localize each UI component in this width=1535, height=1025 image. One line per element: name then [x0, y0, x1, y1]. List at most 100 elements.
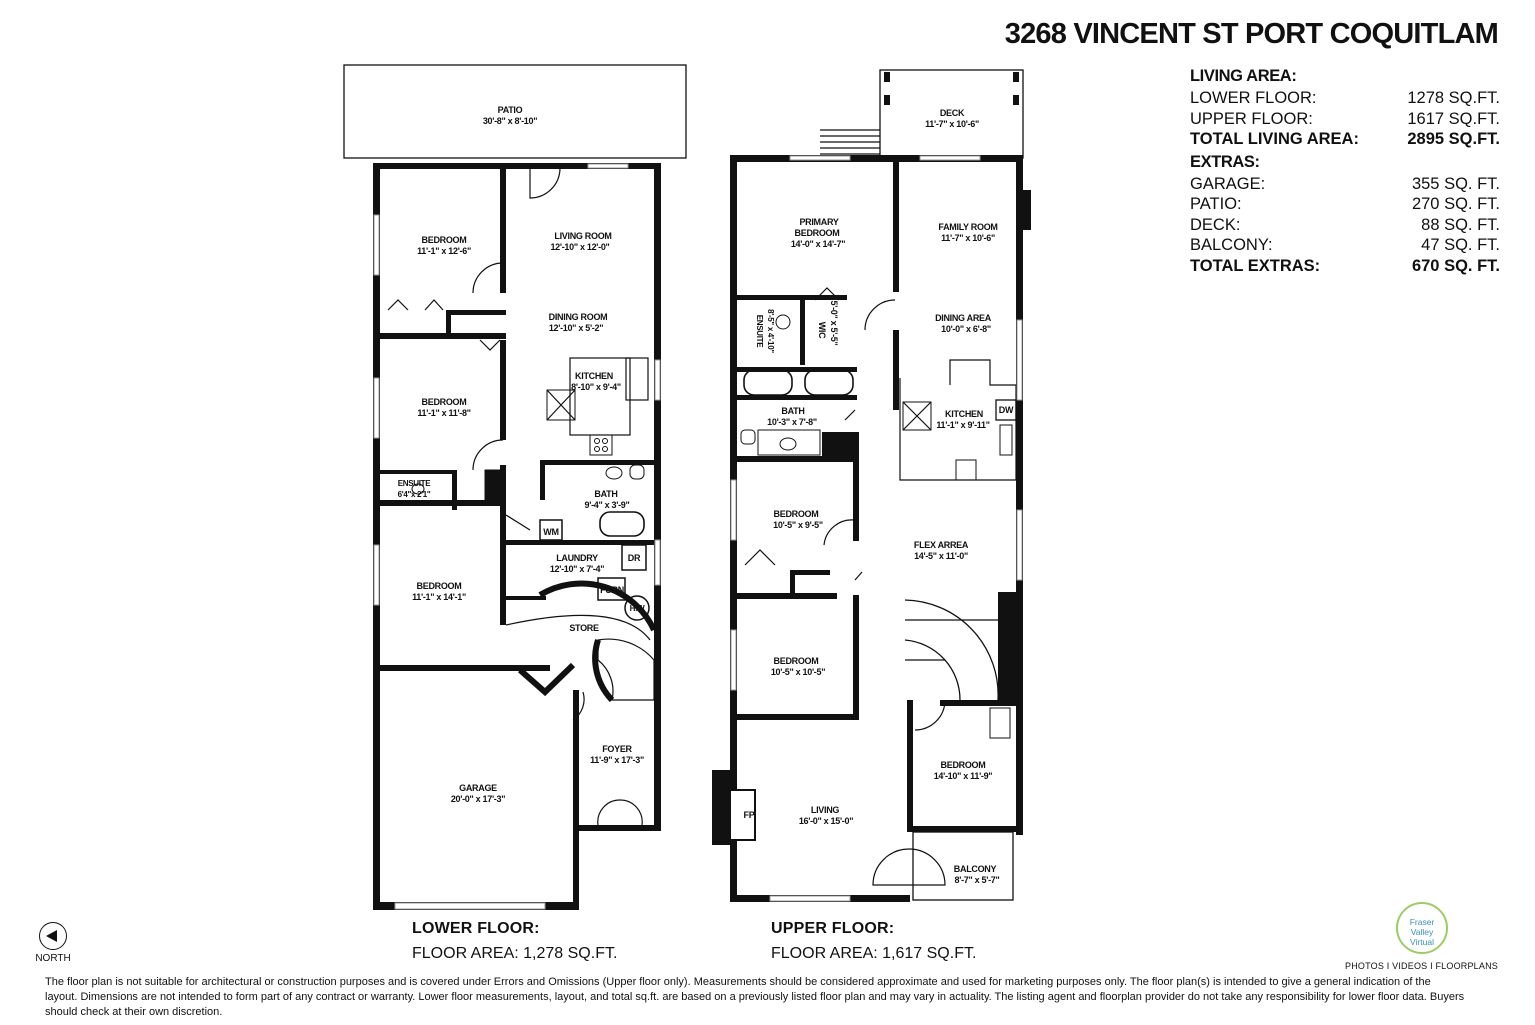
garage-value: 355 SQ. FT.: [1411, 174, 1500, 193]
lower-bedroom1-dim: 11'-1" x 12'-6": [417, 246, 471, 256]
upper-bedroom2-dim: 10'-5" x 10'-5": [771, 667, 825, 677]
patio-label: PATIO:: [1190, 195, 1242, 213]
disclaimer-text: The floor plan is not suitable for archi…: [45, 976, 1465, 1018]
balcony-value: 47 SQ. FT.: [1421, 236, 1500, 254]
patio-value: 270 SQ. FT.: [1411, 195, 1500, 213]
lower-bedroom1-name: BEDROOM: [422, 235, 467, 245]
upper-wic-name: WIC: [817, 322, 827, 339]
lower-ensuite-dim: 6'4"x 2'1": [398, 490, 431, 499]
lower-floor-caption-area: FLOOR AREA: 1,278 SQ.FT.: [412, 945, 618, 962]
extras-header: EXTRAS:: [1190, 150, 1500, 174]
lower-hw-label: H.W: [630, 604, 645, 613]
upper-flex-name: FLEX ARREA: [914, 540, 969, 550]
upper-wic-dim: 5'-0" x 5'-5": [829, 301, 839, 346]
upper-flex-dim: 14'-5" x 11'-0": [914, 551, 968, 561]
property-address-title: 3268 VINCENT ST PORT COQUITLAM: [1004, 18, 1499, 50]
upper-balcony-dim: 8'-7" x 5'-7": [955, 875, 1000, 885]
upper-fp-label: FP: [744, 810, 755, 820]
upper-deck-name: DECK: [940, 108, 965, 118]
north-indicator: NORTH: [28, 922, 78, 964]
lower-floor-plan: [343, 64, 687, 910]
upper-floor-row: UPPER FLOOR: 1617 SQ.FT.: [1190, 109, 1500, 130]
deck-label: DECK:: [1190, 215, 1241, 234]
lower-bath-name: BATH: [594, 489, 617, 499]
upper-balcony-name: BALCONY: [954, 864, 997, 874]
lower-dining-dim: 12'-10" x 5'-2": [549, 323, 603, 333]
lower-foyer-name: FOYER: [602, 744, 632, 754]
upper-kitchen-name: KITCHEN: [945, 409, 983, 419]
brand-line2: Virtual: [1410, 937, 1434, 947]
upper-floor-label: UPPER FLOOR:: [1190, 109, 1313, 128]
lower-bedroom3-name: BEDROOM: [417, 581, 462, 591]
upper-floor-caption-area: FLOOR AREA: 1,617 SQ.FT.: [771, 945, 977, 962]
lower-bedroom3-dim: 11'-1" x 14'-1": [412, 592, 466, 602]
upper-dining-name: DINING AREA: [935, 313, 992, 323]
patio-row: PATIO: 270 SQ. FT.: [1190, 194, 1500, 215]
upper-floor-caption: UPPER FLOOR: FLOOR AREA: 1,617 SQ.FT.: [771, 920, 976, 963]
upper-dw-label: DW: [999, 405, 1014, 415]
lower-store-label: STORE: [569, 623, 599, 633]
lower-living-name: LIVING ROOM: [554, 231, 611, 241]
total-living-row: TOTAL LIVING AREA: 2895 SQ.FT.: [1190, 129, 1500, 150]
upper-dining-dim: 10'-0" x 6'-8": [941, 324, 991, 334]
upper-bedroom2-name: BEDROOM: [774, 656, 819, 666]
brand-line1: Fraser Valley: [1409, 917, 1435, 937]
upper-primary-name1: PRIMARY: [799, 217, 838, 227]
garage-label: GARAGE:: [1190, 174, 1266, 193]
living-area-header-text: LIVING AREA:: [1190, 67, 1297, 85]
upper-floor-plan: [712, 69, 1031, 902]
upper-bath-dim: 10'-3" x 7'-8": [767, 417, 817, 427]
brand-logo: Fraser Valley Virtual: [1396, 902, 1448, 954]
lower-laundry-dim: 12'-10" x 7'-4": [550, 564, 604, 574]
lower-laundry-name: LAUNDRY: [556, 553, 598, 563]
upper-bedroom3-dim: 14'-10" x 11'-9": [934, 771, 993, 781]
deck-value: 88 SQ. FT.: [1421, 215, 1500, 234]
total-living-label: TOTAL LIVING AREA:: [1190, 130, 1359, 148]
lower-floor-caption-title: LOWER FLOOR:: [412, 920, 540, 937]
garage-row: GARAGE: 355 SQ. FT.: [1190, 174, 1500, 195]
lower-floor-caption: LOWER FLOOR: FLOOR AREA: 1,278 SQ.FT.: [412, 920, 617, 963]
upper-ensuite-name: ENSUITE: [755, 315, 764, 349]
upper-living-name: LIVING: [811, 805, 840, 815]
balcony-row: BALCONY: 47 SQ. FT.: [1190, 235, 1500, 256]
north-arrow-icon: [39, 922, 67, 950]
upper-floor-value: 1617 SQ.FT.: [1407, 109, 1500, 128]
upper-primary-dim: 14'-0" x 14'-7": [791, 239, 845, 249]
upper-family-dim: 11'-7" x 10'-6": [941, 233, 995, 243]
balcony-label: BALCONY:: [1190, 236, 1273, 254]
upper-primary-name2: BEDROOM: [795, 228, 840, 238]
upper-floor-caption-title: UPPER FLOOR:: [771, 920, 895, 937]
lower-bedroom2-name: BEDROOM: [422, 397, 467, 407]
lower-ensuite-name: ENSUITE: [398, 479, 432, 488]
lower-living-dim: 12'-10" x 12'-0": [550, 242, 609, 252]
north-label: NORTH: [35, 953, 71, 964]
upper-ensuite-dim: 8'-5" x 4'-10": [766, 309, 775, 353]
lower-patio-name: PATIO: [498, 105, 523, 115]
lower-kitchen-dim: 8'-10" x 9'-4": [571, 382, 621, 392]
total-extras-row: TOTAL EXTRAS: 670 SQ. FT.: [1190, 256, 1500, 277]
services-tagline: PHOTOS I VIDEOS I FLOORPLANS: [1345, 961, 1498, 971]
upper-kitchen-dim: 11'-1" x 9'-11": [936, 420, 989, 430]
lower-dr-label: DR: [628, 553, 641, 563]
upper-bedroom3-name: BEDROOM: [941, 760, 986, 770]
lower-bedroom2-dim: 11'-1" x 11'-8": [417, 408, 470, 418]
lower-patio-outline: [343, 64, 687, 159]
lower-garage-name: GARAGE: [459, 783, 497, 793]
lower-floor-value: 1278 SQ.FT.: [1407, 89, 1500, 107]
upper-living-dim: 16'-0" x 15'-0": [799, 816, 853, 826]
lower-dining-name: DINING ROOM: [549, 312, 608, 322]
lower-floor-row: LOWER FLOOR:1278 SQ.FT.: [1190, 88, 1500, 109]
living-area-header: LIVING AREA:: [1190, 64, 1500, 88]
lower-wm-label: WM: [543, 527, 558, 537]
deck-row: DECK: 88 SQ. FT.: [1190, 215, 1500, 236]
total-living-value: 2895 SQ.FT.: [1407, 130, 1500, 148]
upper-bedroom1-name: BEDROOM: [774, 509, 819, 519]
total-extras-value: 670 SQ. FT.: [1411, 256, 1500, 275]
upper-family-name: FAMILY ROOM: [938, 222, 997, 232]
upper-deck-dim: 11'-7" x 10'-6": [925, 119, 979, 129]
total-extras-label: TOTAL EXTRAS:: [1190, 256, 1321, 275]
area-summary: LIVING AREA: LOWER FLOOR:1278 SQ.FT. UPP…: [1190, 64, 1500, 276]
lower-furn-label: FURN: [600, 585, 624, 595]
extras-header-text: EXTRAS:: [1190, 152, 1260, 171]
